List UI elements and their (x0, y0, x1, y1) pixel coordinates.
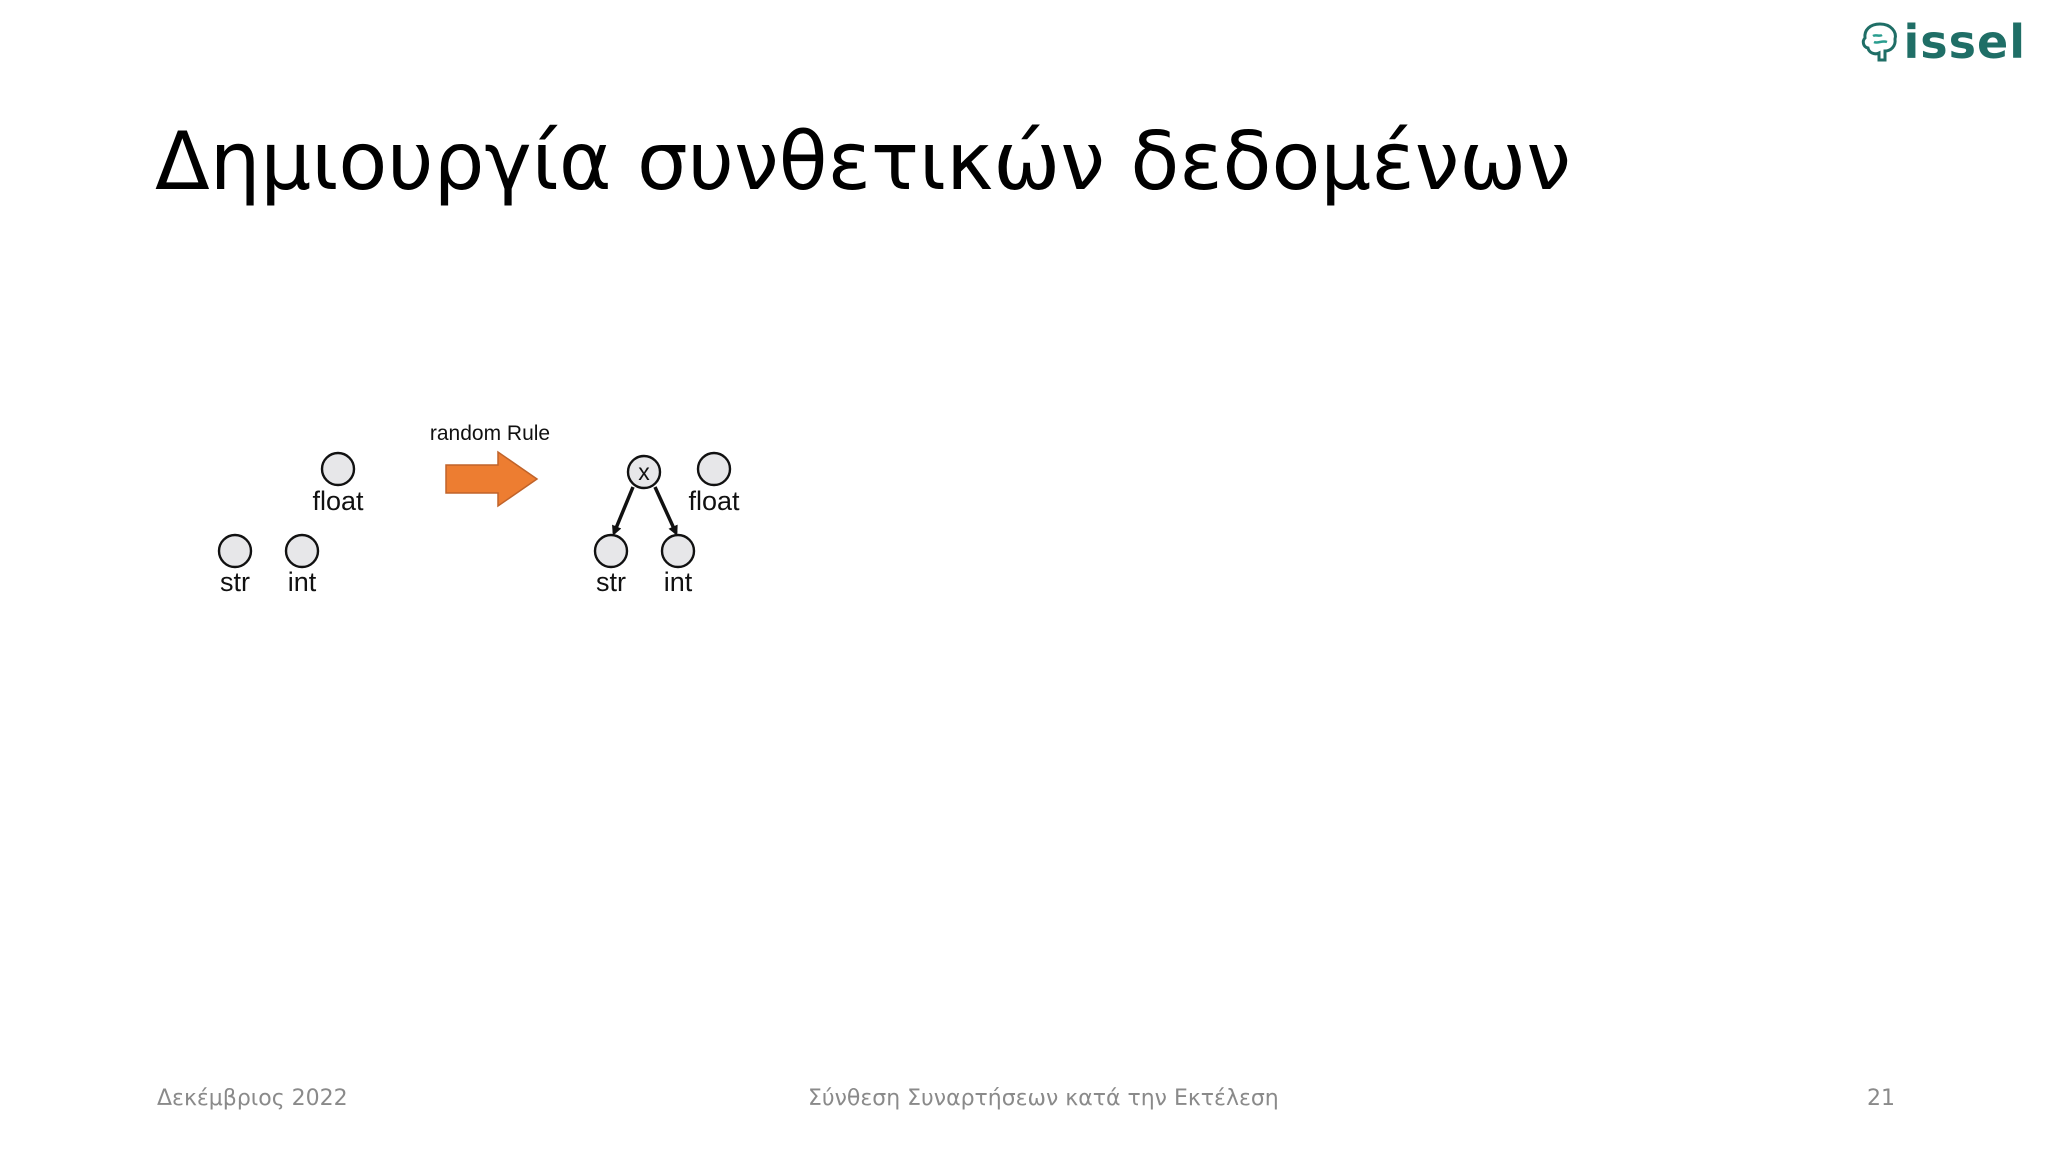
node-label-str: str (220, 567, 250, 597)
node-str (217, 533, 253, 569)
node-float (696, 451, 732, 487)
footer-date: Δεκέμβριος 2022 (157, 1086, 348, 1111)
node-root-x (626, 454, 662, 490)
logo-text: issel (1903, 15, 2026, 69)
issel-logo: issel (1860, 14, 2027, 70)
after-tree: x float str int (593, 451, 740, 597)
node-label-float: float (688, 486, 740, 516)
node-label-str: str (596, 567, 626, 597)
node-label-int: int (664, 567, 693, 597)
footer-title: Σύνθεση Συναρτήσεων κατά την Εκτέλεση (808, 1086, 1279, 1111)
edge-x-int (653, 486, 678, 536)
brain-icon (1861, 22, 1897, 62)
slide-title: Δημιουργία συνθετικών δεδομένων (155, 115, 1571, 208)
node-label-int: int (288, 567, 317, 597)
before-tree: float str int (217, 451, 364, 597)
node-label-float: float (312, 486, 364, 516)
node-float (320, 451, 356, 487)
node-str (593, 533, 629, 569)
rule-transition: random Rule (430, 422, 550, 508)
edge-x-str (612, 486, 635, 536)
right-arrow-icon (445, 450, 539, 508)
rule-label: random Rule (430, 422, 550, 445)
node-int (284, 533, 320, 569)
page-number: 21 (1867, 1086, 1895, 1111)
node-label-x: x (638, 459, 650, 485)
node-int (660, 533, 696, 569)
